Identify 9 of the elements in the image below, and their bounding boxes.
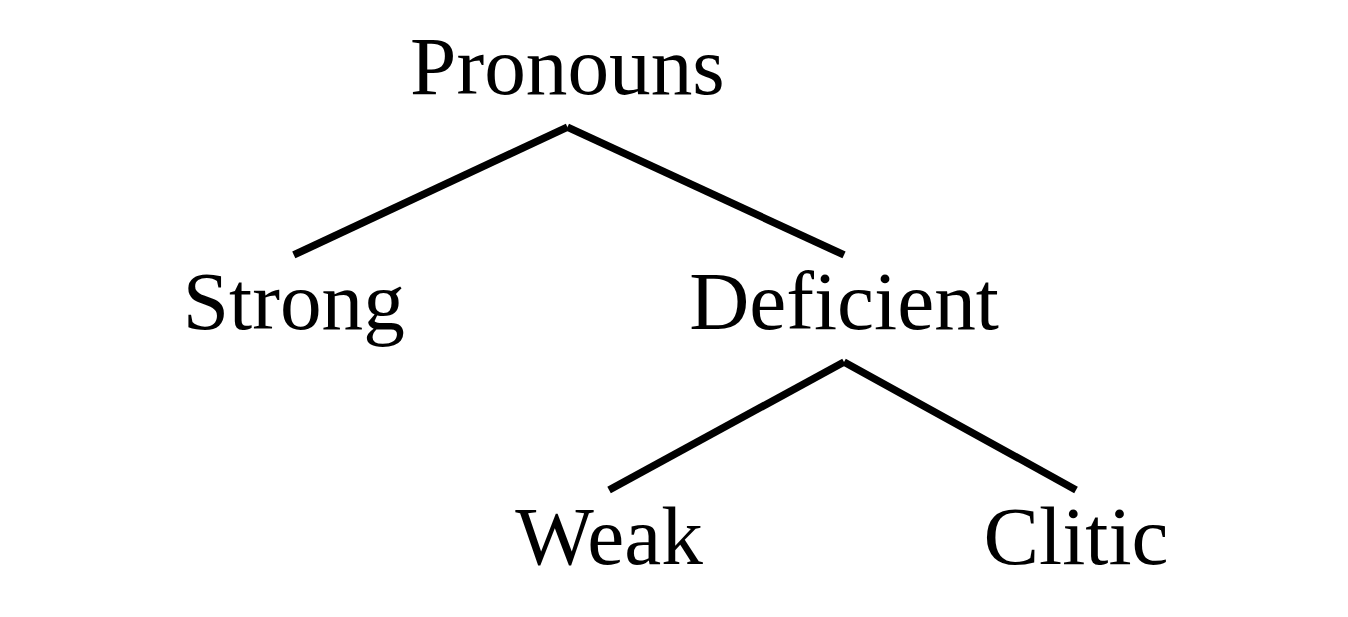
node-text: Deficient	[688, 255, 999, 348]
node-text: Strong	[182, 255, 405, 348]
connector	[841, 358, 1078, 494]
connector	[565, 123, 846, 259]
node-text: Clitic	[982, 489, 1169, 582]
connector	[291, 123, 569, 259]
node-text: Weak	[514, 489, 703, 582]
node-text: Pronouns	[409, 20, 725, 113]
connector	[606, 358, 846, 494]
